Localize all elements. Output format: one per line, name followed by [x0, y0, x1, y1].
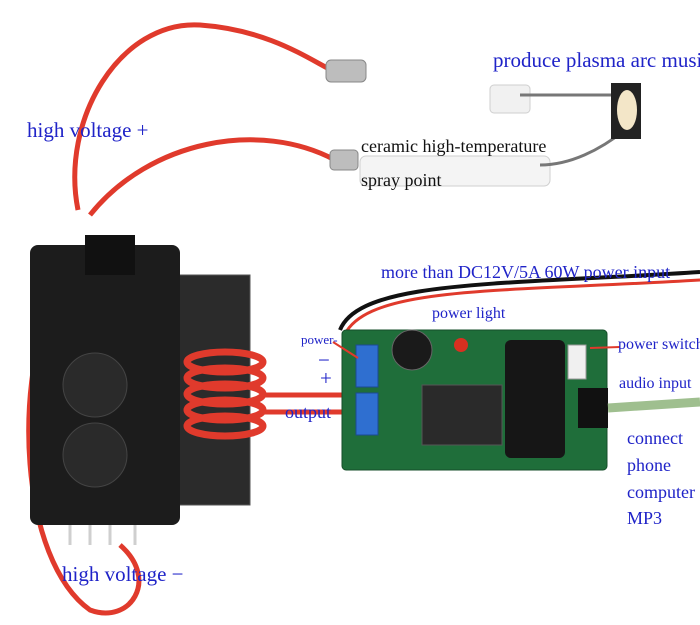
- coil-lead-wires: [260, 392, 355, 415]
- pointer-switch: [589, 346, 621, 349]
- power-led: [454, 338, 468, 352]
- transformer-knob-1: [62, 352, 128, 418]
- label-ceramic-line2: spray point: [361, 170, 442, 190]
- label-produce-plasma: produce plasma arc music: [493, 48, 700, 72]
- red-wire-hv-lower: [88, 137, 337, 217]
- terminal-block-output: [355, 392, 379, 436]
- transformer-knob-2: [62, 422, 128, 488]
- audio-jack: [578, 388, 608, 428]
- label-power-switch: power switch: [618, 336, 700, 353]
- ceramic-insulator-bottom: [359, 155, 551, 187]
- ceramic-insulator-top: [489, 84, 531, 114]
- transformer-pins: [68, 525, 137, 545]
- power-input-cable-red: [343, 278, 700, 335]
- label-power-dash: power-: [301, 332, 338, 347]
- terminal-block-power: [355, 344, 379, 388]
- electrode-bottom-metal: [329, 149, 359, 171]
- label-audio-input: audio input: [619, 375, 692, 392]
- label-mp3: MP3: [627, 508, 663, 528]
- power-input-cable: [338, 270, 700, 331]
- label-connect: connect: [627, 428, 683, 448]
- label-ceramic-line1: ceramic high-temperature: [361, 136, 547, 156]
- label-high-voltage-minus: high voltage −: [62, 562, 184, 586]
- transformer-top-block: [85, 235, 135, 275]
- inductor: [505, 340, 565, 458]
- label-power-light: power light: [432, 305, 506, 322]
- label-high-voltage-plus: high voltage +: [27, 118, 149, 142]
- label-computer: computer: [627, 482, 695, 502]
- label-minus-sign: −: [318, 348, 330, 372]
- label-power-input: more than DC12V/5A 60W power input: [381, 262, 671, 282]
- label-phone: phone: [627, 455, 671, 475]
- audio-cable: [607, 397, 700, 413]
- label-output: output: [285, 402, 332, 422]
- label-plus-sign: +: [320, 366, 332, 390]
- power-switch-component: [567, 344, 587, 380]
- electrode-top-metal: [325, 59, 367, 83]
- capacitor: [391, 329, 433, 371]
- plasma-glow: [617, 90, 637, 130]
- heatsink: [421, 384, 503, 446]
- pointer-power: [332, 341, 359, 359]
- red-wire-hv-plus: [72, 22, 337, 211]
